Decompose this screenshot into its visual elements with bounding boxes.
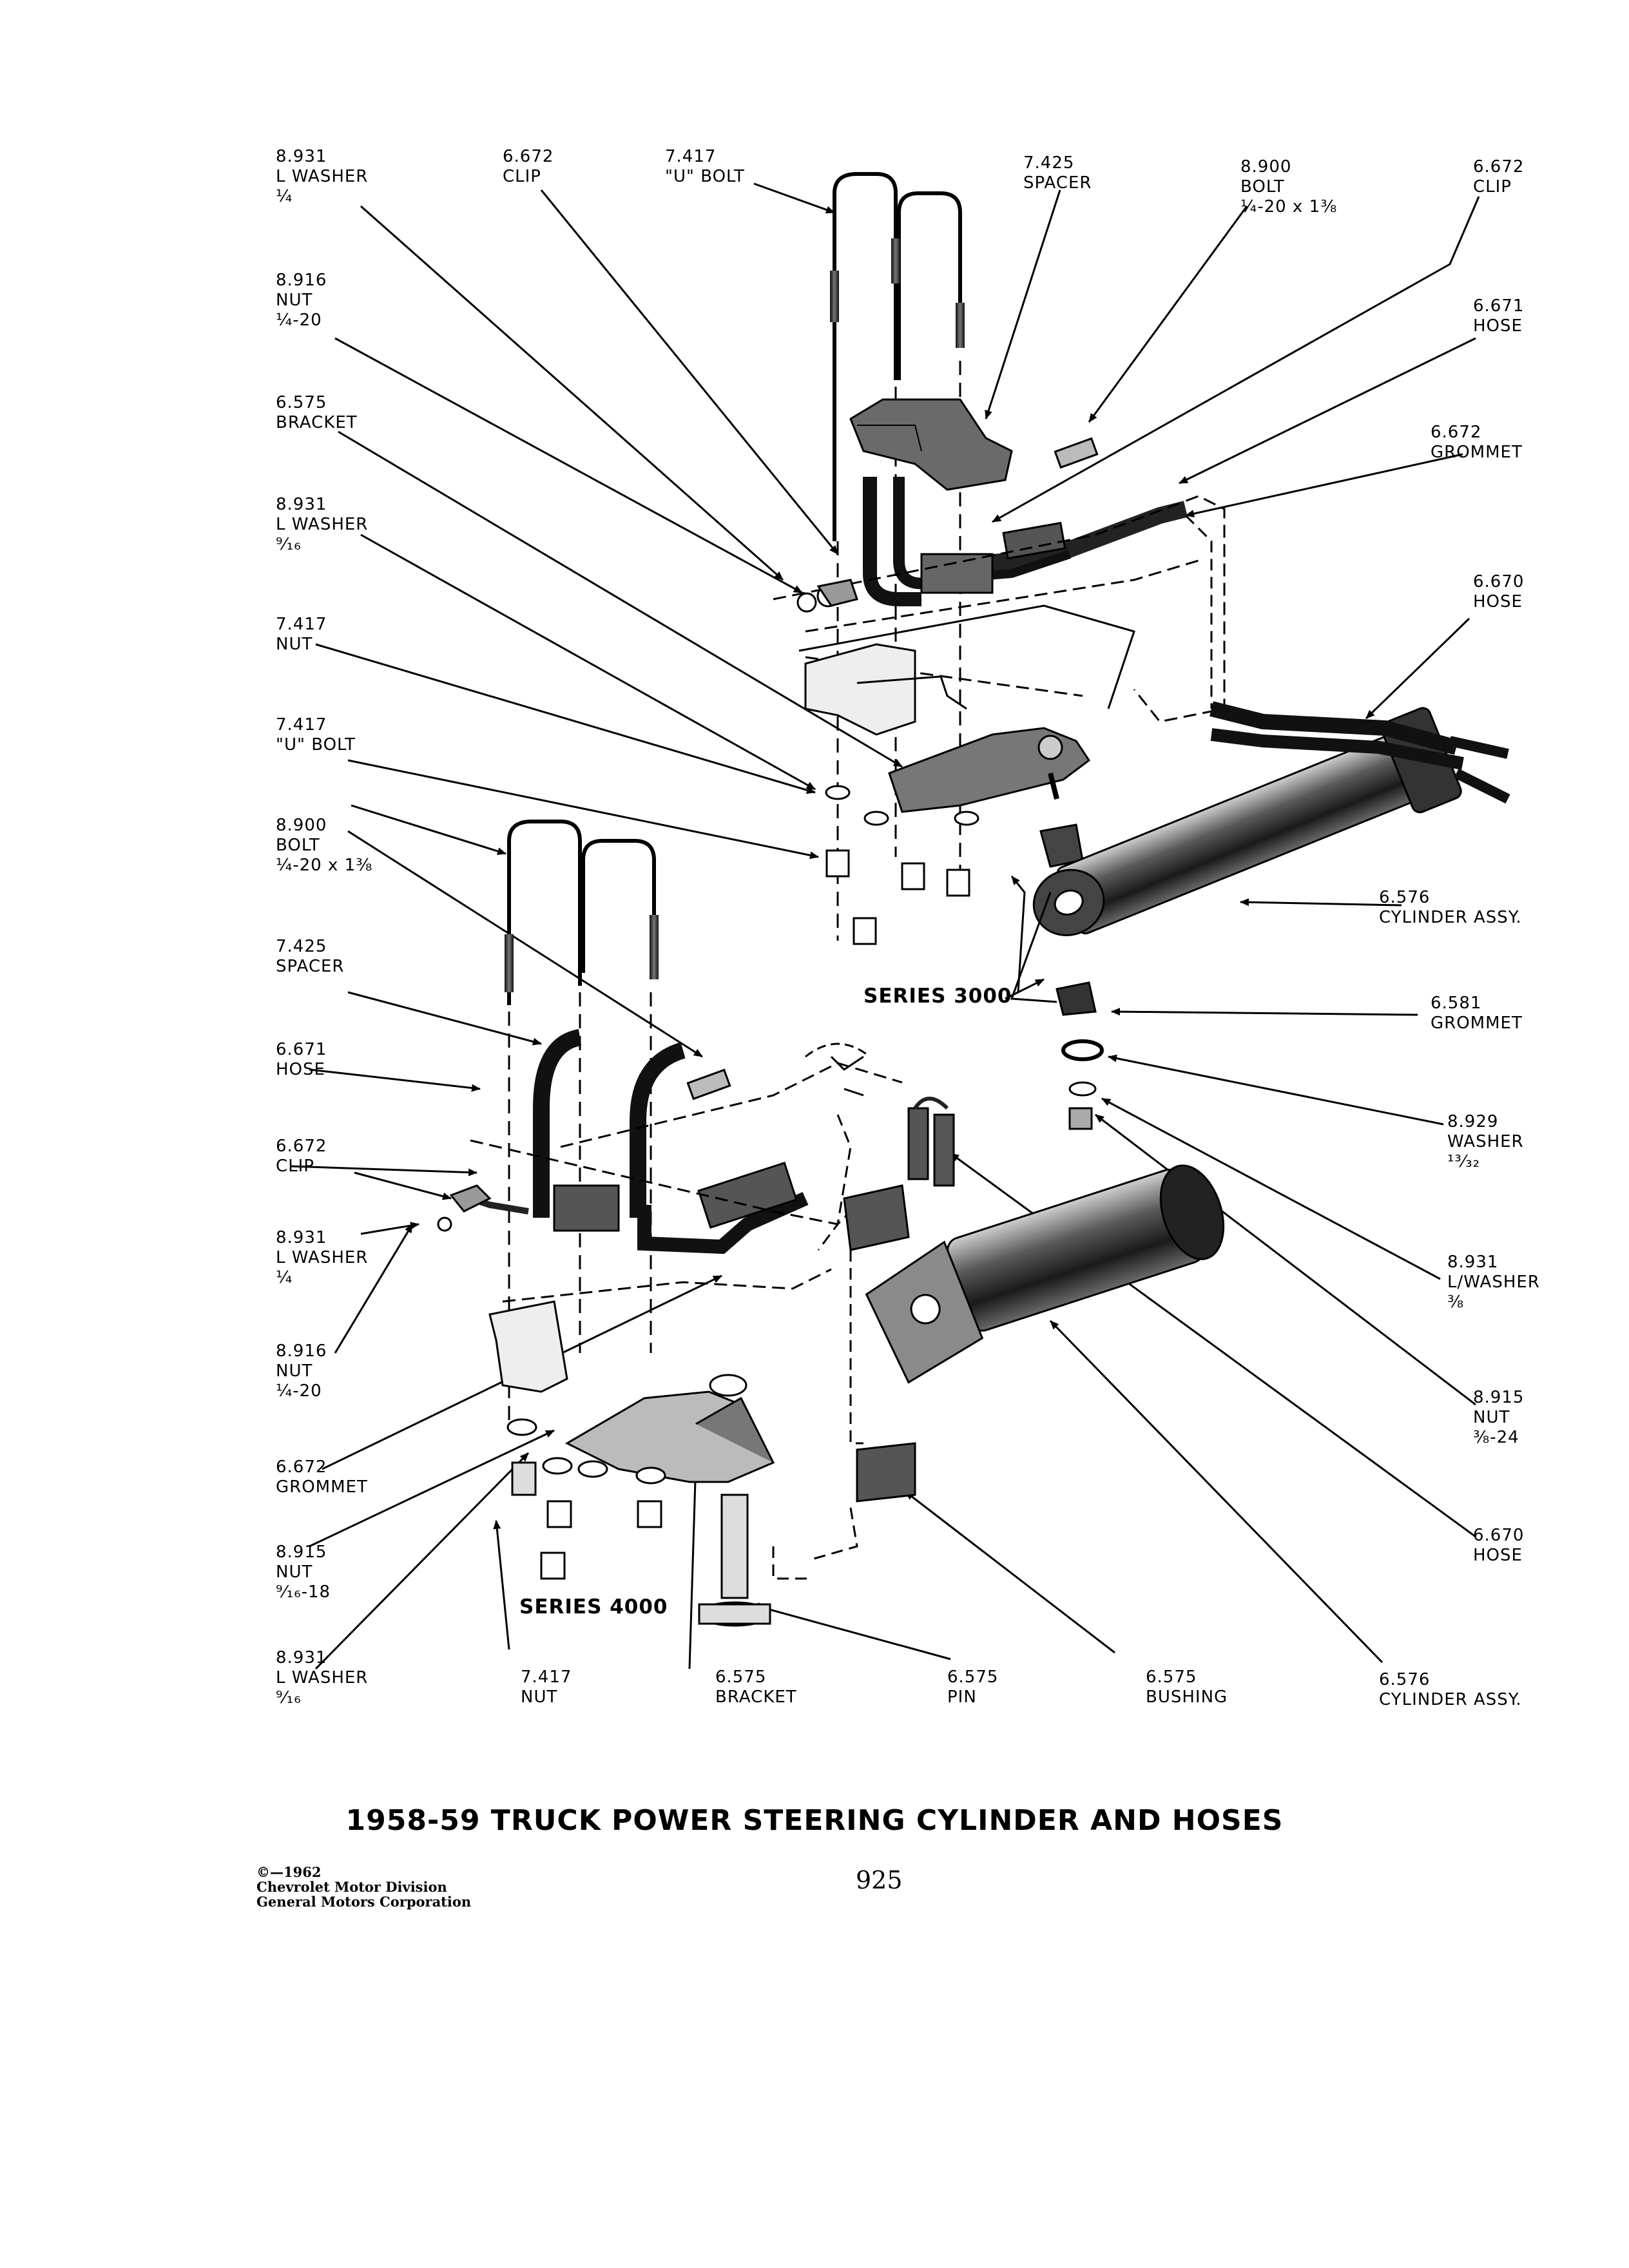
page-title: 1958-59 TRUCK POWER STEERING CYLINDER AN… bbox=[345, 1804, 1284, 1837]
copyright-notice: ©—1962 Chevrolet Motor Division General … bbox=[256, 1864, 472, 1910]
series-3000-assembly bbox=[773, 172, 1510, 1130]
series-3000-label: SERIES 3000 bbox=[863, 985, 1012, 1008]
page-number: 925 bbox=[856, 1866, 903, 1894]
leader-lines bbox=[289, 182, 1480, 1670]
series-4000-assembly bbox=[437, 820, 1225, 1627]
label-u-bolt: 7.417"U" BOLT bbox=[665, 147, 745, 186]
label-u-bolt-lower: 7.417"U" BOLT bbox=[276, 715, 356, 754]
series-4000-label: SERIES 4000 bbox=[519, 1595, 668, 1619]
